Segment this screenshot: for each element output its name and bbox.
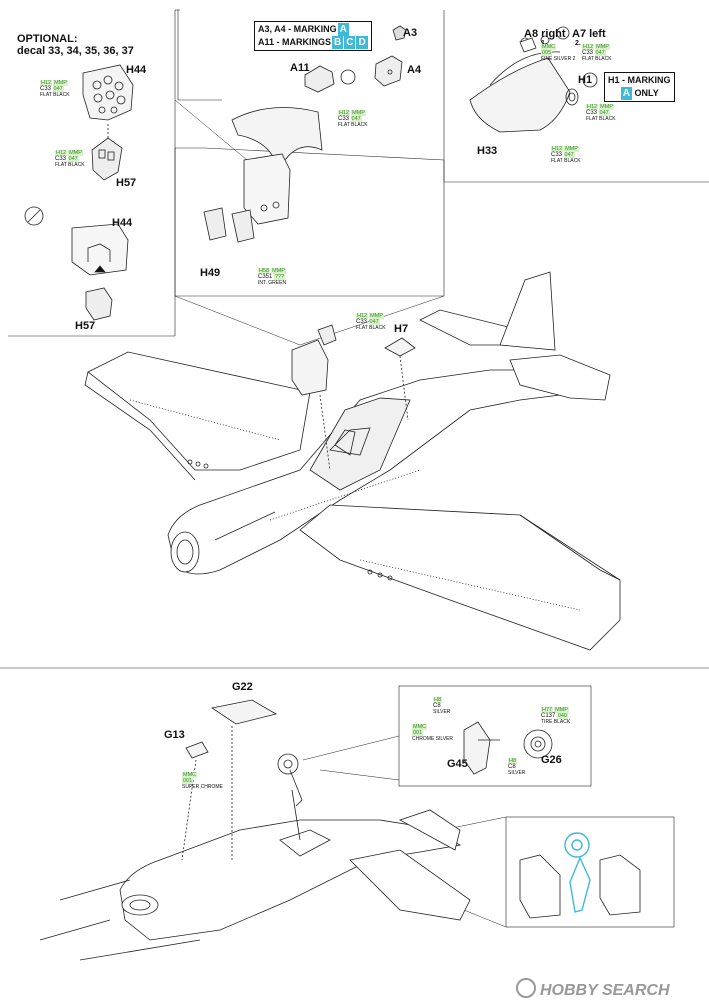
part-h44-top: H44	[126, 64, 147, 76]
part-a11: A11	[290, 62, 310, 74]
step-number-a8: 1.	[541, 40, 547, 47]
step-number-a7: 2.	[575, 40, 581, 47]
marking-h1-only: ONLY	[634, 88, 659, 98]
marking-a3a4-label: A3, A4 - MARKING	[258, 24, 337, 34]
marking-letter-a: A	[337, 23, 349, 36]
part-h57-top: H57	[116, 177, 137, 189]
part-g22: G22	[232, 681, 253, 693]
part-h33: H33	[477, 145, 498, 157]
marking-h1-label: H1 - MARKING	[608, 75, 671, 85]
part-h49: H49	[200, 267, 221, 279]
part-h57-bottom: H57	[75, 320, 96, 332]
marking-box-h1: H1 - MARKING A ONLY	[604, 72, 675, 102]
part-h7: H7	[394, 323, 409, 335]
marking-letter-c: C	[344, 36, 356, 49]
marking-a11-label: A11 - MARKINGS	[258, 37, 332, 47]
optional-title: OPTIONAL:	[17, 33, 78, 45]
part-g45: G45	[447, 758, 468, 770]
marking-h1-letter: A	[620, 87, 633, 100]
part-h1: H1	[578, 74, 593, 86]
marking-letter-b: B	[332, 36, 344, 49]
part-a7-left: A7 left	[572, 28, 606, 40]
watermark: HOBBY SEARCH	[516, 978, 670, 1000]
optional-decals: decal 33, 34, 35, 36, 37	[17, 45, 134, 57]
part-a4: A4	[407, 64, 422, 76]
marking-letter-d: D	[356, 36, 368, 49]
part-g13: G13	[164, 729, 185, 741]
part-g26: G26	[541, 754, 562, 766]
watermark-logo-icon	[516, 978, 536, 998]
part-h44-bottom: H44	[112, 217, 133, 229]
part-a3: A3	[403, 27, 418, 39]
part-a8-right: A8 right	[524, 28, 566, 40]
